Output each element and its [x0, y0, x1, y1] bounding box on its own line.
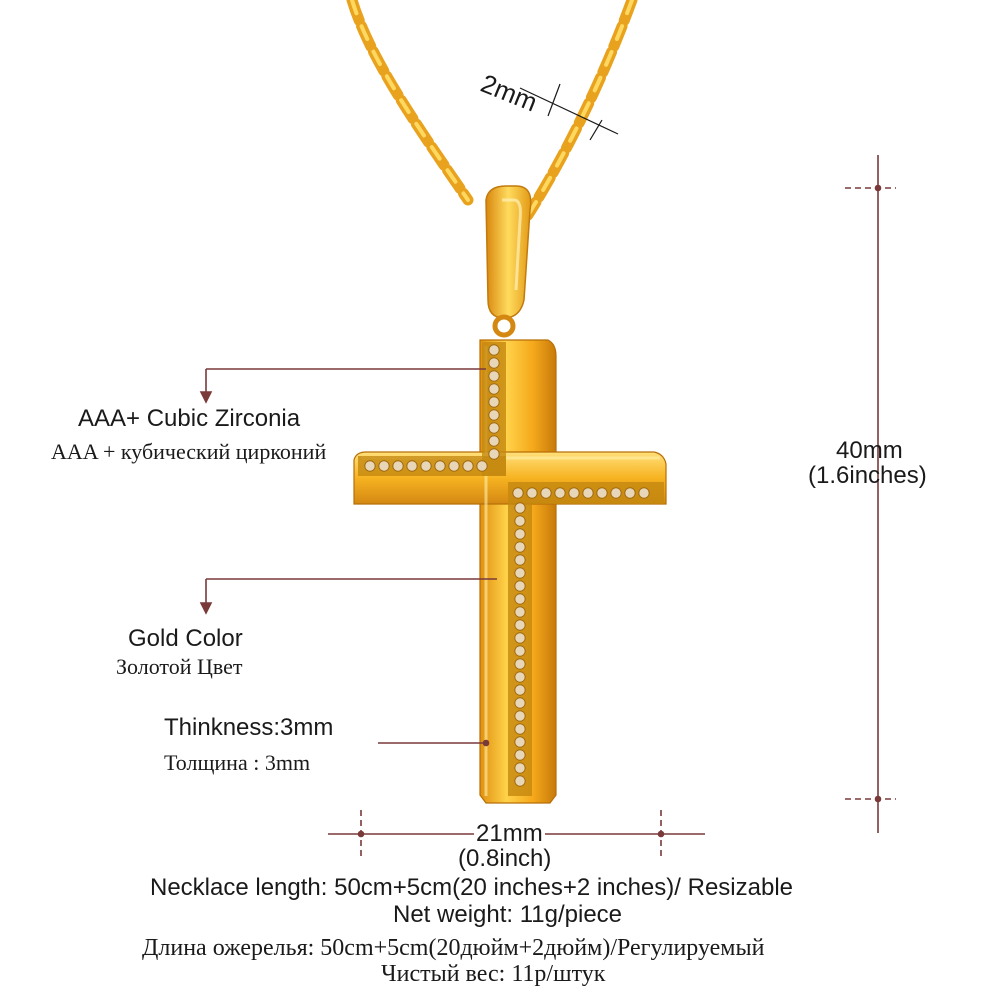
net-weight-en: Net weight: 11g/piece — [393, 901, 623, 928]
zirconia-stone — [514, 606, 526, 618]
zirconia-stone — [540, 487, 552, 499]
height-in-label: (1.6inches) — [808, 462, 927, 489]
pendant-bail — [485, 185, 532, 338]
zirconia-stone — [488, 409, 500, 421]
thickness-label-en: Thinkness:3mm — [164, 714, 334, 741]
color-label-ru: Золотой Цвет — [116, 654, 243, 679]
zirconia-stone — [462, 460, 474, 472]
thickness-label-ru: Толщина : 3mm — [164, 750, 311, 775]
zirconia-stone — [514, 775, 526, 787]
zirconia-stone — [514, 697, 526, 709]
zirconia-stone — [514, 749, 526, 761]
zirconia-stone — [488, 370, 500, 382]
zirconia-stone — [514, 567, 526, 579]
zirconia-stone — [514, 658, 526, 670]
zirconia-stone — [434, 460, 446, 472]
zirconia-stone — [514, 593, 526, 605]
zirconia-stone — [364, 460, 376, 472]
zirconia-stone — [514, 645, 526, 657]
necklace-length-en: Necklace length: 50cm+5cm(20 inches+2 in… — [150, 874, 793, 901]
zirconia-stone — [514, 541, 526, 553]
height-mm-label: 40mm — [836, 437, 903, 464]
zirconia-stone — [514, 580, 526, 592]
annotation-lines — [199, 83, 896, 860]
chain — [346, 0, 638, 221]
zirconia-stone — [488, 357, 500, 369]
zirconia-stone — [378, 460, 390, 472]
zirconia-stone — [514, 762, 526, 774]
zirconia-stone — [488, 422, 500, 434]
zirconia-label-ru: AAA + кубический цирконий — [51, 439, 327, 464]
zirconia-stone — [488, 435, 500, 447]
zirconia-label-en: AAA+ Cubic Zirconia — [78, 405, 301, 432]
net-weight-ru: Чистый вес: 11p/штук — [381, 961, 606, 987]
zirconia-stones — [364, 344, 650, 787]
zirconia-stone — [526, 487, 538, 499]
zirconia-stone — [554, 487, 566, 499]
zirconia-stone — [514, 502, 526, 514]
zirconia-stone — [512, 487, 524, 499]
zirconia-stone — [488, 344, 500, 356]
zirconia-stone — [610, 487, 622, 499]
zirconia-stone — [638, 487, 650, 499]
zirconia-stone — [596, 487, 608, 499]
zirconia-stone — [514, 671, 526, 683]
width-in-label: (0.8inch) — [458, 845, 552, 872]
zirconia-stone — [582, 487, 594, 499]
zirconia-stone — [420, 460, 432, 472]
zirconia-stone — [488, 383, 500, 395]
zirconia-stone — [514, 528, 526, 540]
zirconia-stone — [406, 460, 418, 472]
zirconia-stone — [514, 632, 526, 644]
zirconia-stone — [514, 554, 526, 566]
cross-pendant — [353, 339, 667, 804]
zirconia-stone — [514, 684, 526, 696]
zirconia-stone — [514, 723, 526, 735]
zirconia-stone — [448, 460, 460, 472]
zirconia-stone — [514, 515, 526, 527]
zirconia-stone — [624, 487, 636, 499]
zirconia-stone — [568, 487, 580, 499]
zirconia-stone — [514, 710, 526, 722]
necklace-length-ru: Длина ожерелья: 50cm+5cm(20дюйм+2дюйм)/Р… — [142, 935, 765, 961]
zirconia-stone — [514, 619, 526, 631]
color-label-en: Gold Color — [128, 625, 243, 652]
width-mm-label: 21mm — [474, 820, 545, 848]
zirconia-stone — [488, 396, 500, 408]
zirconia-stone — [514, 736, 526, 748]
zirconia-stone — [476, 460, 488, 472]
zirconia-stone — [488, 448, 500, 460]
zirconia-stone — [392, 460, 404, 472]
